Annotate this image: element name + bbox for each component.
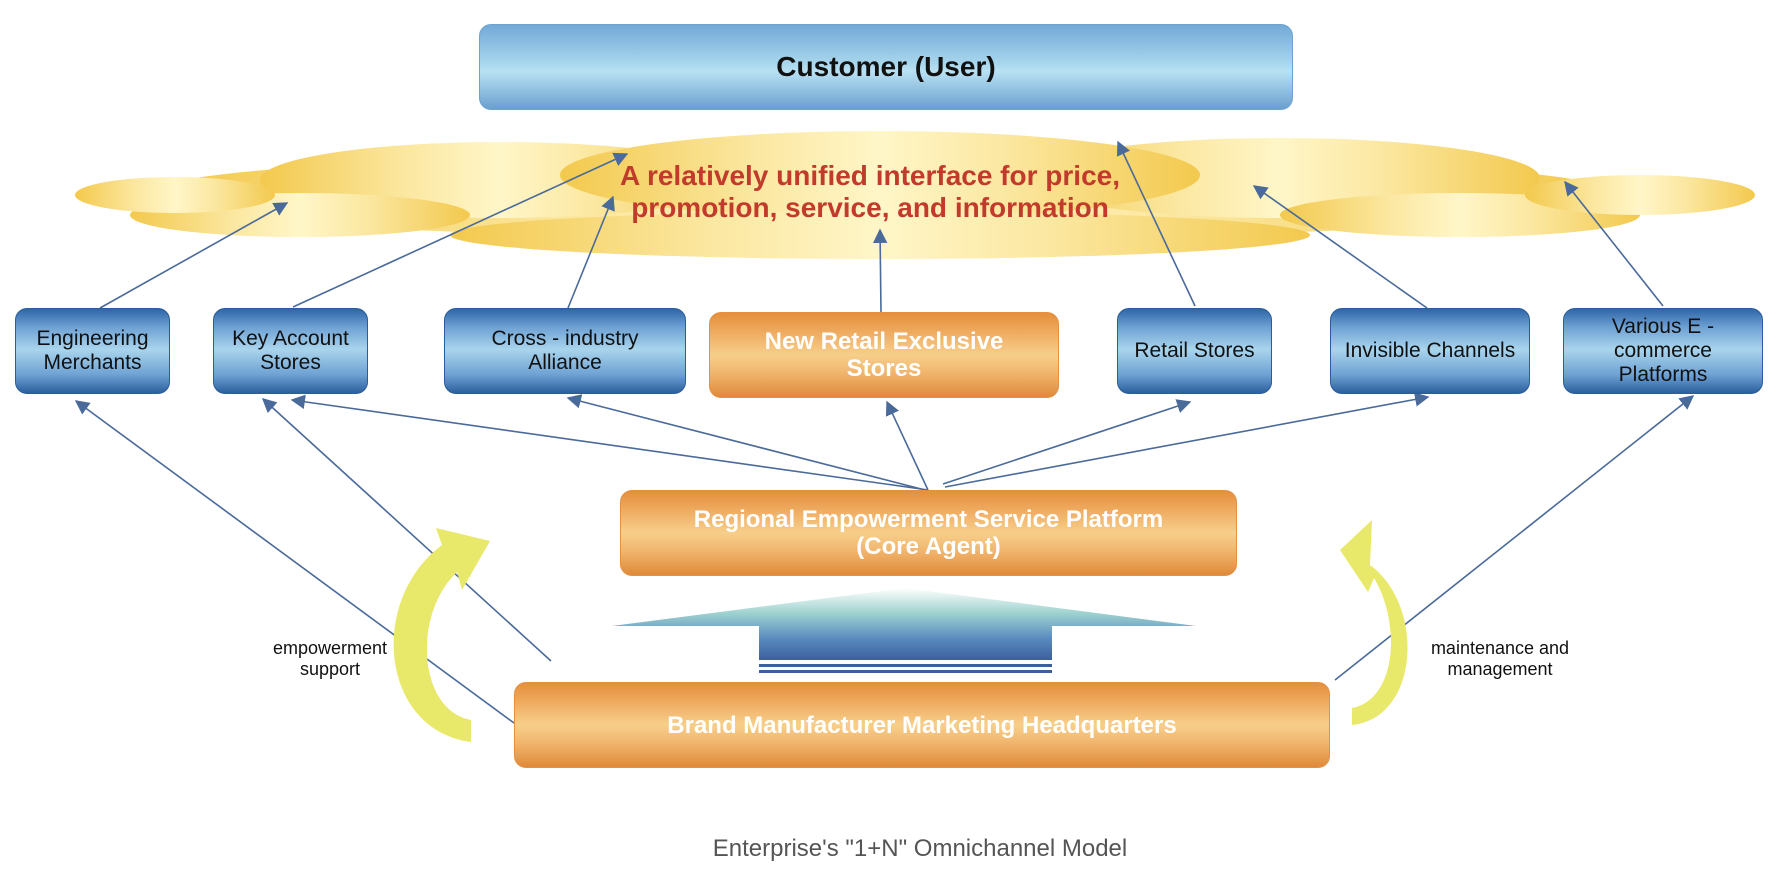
regional-platform-label: Regional Empowerment Service Platform (C…: [693, 506, 1164, 560]
channel-label: Retail Stores: [1134, 339, 1255, 362]
right-curved-arrow: [1340, 520, 1408, 725]
channel-invisible-channels: Invisible Channels: [1330, 308, 1530, 394]
channel-new-retail-exclusive-stores: New Retail Exclusive Stores: [709, 312, 1059, 398]
customer-label: Customer (User): [776, 51, 996, 82]
channel-to-cloud-arrows: [99, 140, 1664, 313]
channel-engineering-merchants: Engineering Merchants: [15, 308, 170, 394]
channel-key-account-stores: Key Account Stores: [213, 308, 368, 394]
channel-label: Engineering Merchants: [36, 327, 149, 374]
left-curved-arrow: [393, 528, 490, 742]
cloud-text: A relatively unified interface for price…: [619, 160, 1120, 223]
headquarters-box: Brand Manufacturer Marketing Headquarter…: [514, 682, 1330, 768]
customer-box: Customer (User): [479, 24, 1293, 110]
headquarters-label: Brand Manufacturer Marketing Headquarter…: [667, 711, 1177, 739]
maintenance-management-label: maintenance and management: [1430, 638, 1570, 679]
channel-various-ecommerce-platforms: Various E - commerce Platforms: [1563, 308, 1763, 394]
channel-label: Various E - commerce Platforms: [1611, 315, 1715, 386]
channel-label: Key Account Stores: [232, 327, 349, 374]
channel-retail-stores: Retail Stores: [1117, 308, 1272, 394]
regional-platform-box: Regional Empowerment Service Platform (C…: [620, 490, 1237, 576]
channel-cross-industry-alliance: Cross - industry Alliance: [444, 308, 686, 394]
channel-label: New Retail Exclusive Stores: [764, 328, 1004, 382]
channel-label: Invisible Channels: [1344, 339, 1516, 362]
diagram-caption: Enterprise's "1+N" Omnichannel Model: [0, 835, 1780, 863]
channel-label: Cross - industry Alliance: [491, 327, 639, 374]
big-up-arrow: [612, 588, 1196, 673]
empowerment-support-label: empowerment support: [272, 638, 388, 679]
platform-to-channel-arrows: [290, 392, 1430, 491]
caption-text: Enterprise's "1+N" Omnichannel Model: [712, 835, 1128, 862]
